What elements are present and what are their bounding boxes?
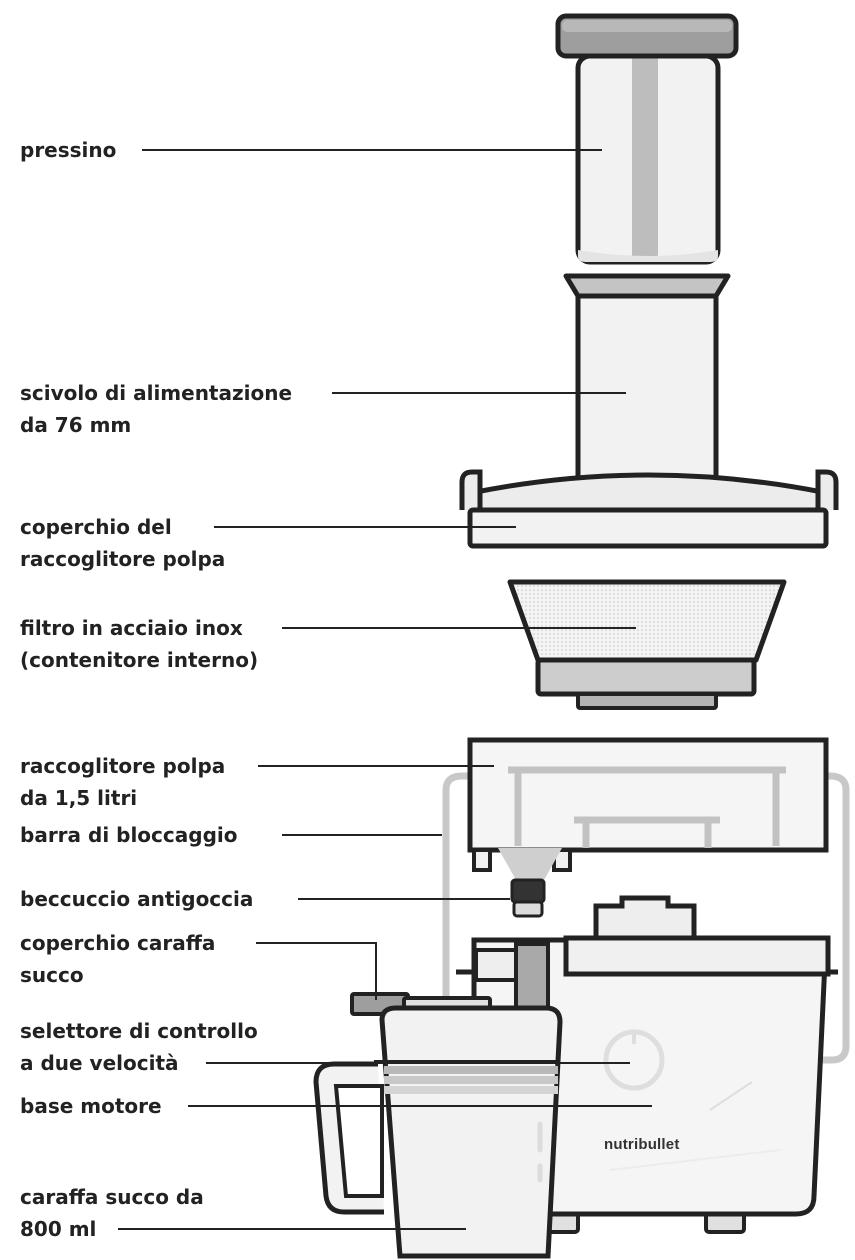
brand-logo: nutribullet — [604, 1136, 680, 1153]
label-selettore-line1: selettore di controllo — [20, 1019, 258, 1043]
pusher — [555, 13, 739, 265]
pulp-container-lid — [459, 469, 839, 549]
label-scivolo-line1: scivolo di alimentazione — [20, 381, 293, 405]
feed-chute — [563, 273, 731, 483]
label-raccoglitore-line2: da 1,5 litri — [20, 786, 138, 810]
label-coperchio-polpa-line2: raccoglitore polpa — [20, 547, 226, 571]
anti-drip-spout — [498, 848, 562, 918]
label-raccoglitore-line1: raccoglitore polpa — [20, 754, 226, 778]
label-beccuccio: beccuccio antigoccia — [20, 887, 254, 911]
label-coperchio-polpa-line1: coperchio del — [20, 515, 172, 539]
label-pressino: pressino — [20, 138, 117, 162]
juice-jug — [313, 1005, 563, 1259]
label-scivolo-line2: da 76 mm — [20, 413, 132, 437]
leader-coperchio-caraffa — [256, 942, 377, 1000]
pulp-container — [467, 737, 829, 872]
label-coperchio-caraffa-line2: succo — [20, 963, 84, 987]
motor-base — [456, 895, 838, 1234]
label-base: base motore — [20, 1094, 162, 1118]
label-caraffa-line2: 800 ml — [20, 1217, 97, 1241]
label-barra: barra di bloccaggio — [20, 823, 238, 847]
label-filtro-line2: (contenitore interno) — [20, 648, 259, 672]
leader-lines — [118, 149, 652, 1230]
label-filtro-line1: filtro in acciaio inox — [20, 616, 243, 640]
label-selettore-line2: a due velocità — [20, 1051, 179, 1075]
label-coperchio-caraffa-line1: coperchio caraffa — [20, 931, 216, 955]
filter-basket — [507, 579, 787, 710]
label-caraffa-line1: caraffa succo da — [20, 1185, 204, 1209]
